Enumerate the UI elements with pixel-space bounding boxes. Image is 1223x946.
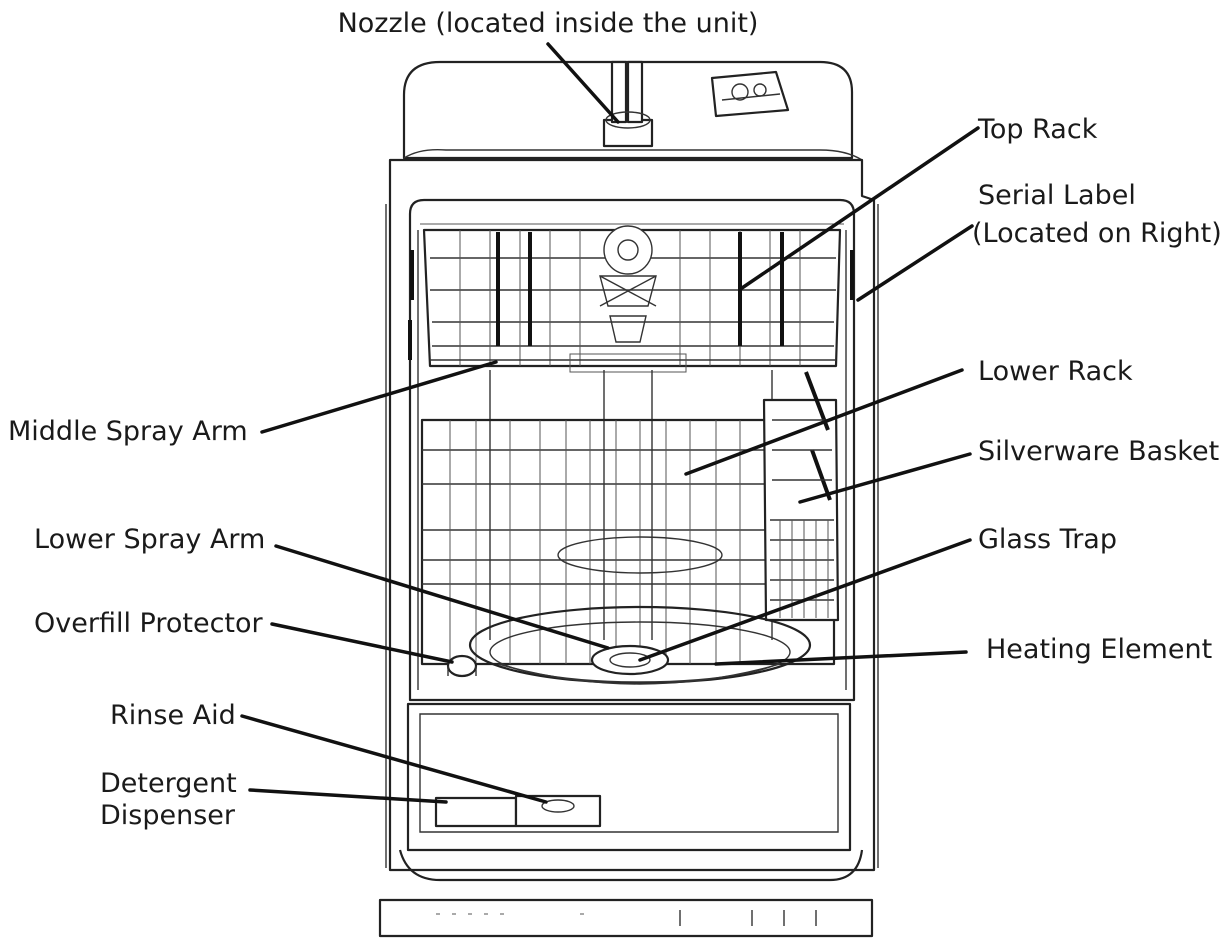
leader-heating-element — [714, 650, 968, 666]
label-overfill-protector: Overfill Protector — [34, 608, 264, 639]
dishwasher-illustration — [378, 60, 879, 938]
overfill-protector-part — [446, 654, 478, 678]
lower-spray-arm-part — [468, 536, 812, 685]
leader-glass-trap — [638, 538, 972, 662]
top-rack-part — [422, 225, 842, 368]
leader-lower-spray-arm — [274, 544, 610, 650]
leader-serial-label — [856, 224, 974, 302]
label-rinse-aid: Rinse Aid — [110, 700, 236, 731]
leader-top-rack — [740, 126, 980, 290]
control-panel-strip — [378, 898, 874, 938]
silverware-basket-part — [762, 371, 840, 622]
label-glass-trap: Glass Trap — [978, 524, 1117, 555]
label-silverware-basket: Silverware Basket — [978, 436, 1219, 467]
labels: Nozzle (located inside the unit) Top Rac… — [8, 8, 1222, 831]
leader-lower-rack — [684, 368, 964, 476]
leader-silverware-basket — [798, 452, 972, 504]
nozzle-part — [602, 60, 654, 148]
label-nozzle: Nozzle (located inside the unit) — [338, 8, 759, 39]
label-serial-label-line2: (Located on Right) — [972, 218, 1222, 249]
leader-rinse-aid — [240, 714, 548, 804]
detergent-dispenser-part — [434, 794, 602, 828]
control-box — [710, 70, 790, 118]
label-top-rack: Top Rack — [977, 114, 1098, 145]
label-lower-rack: Lower Rack — [978, 356, 1133, 387]
label-middle-spray-arm: Middle Spray Arm — [8, 416, 248, 447]
label-lower-spray-arm: Lower Spray Arm — [34, 524, 265, 555]
label-detergent-dispenser-line2: Dispenser — [100, 800, 236, 831]
leader-detergent-dispenser — [248, 788, 448, 804]
leader-middle-spray-arm — [260, 360, 498, 434]
label-heating-element: Heating Element — [986, 634, 1212, 665]
label-serial-label-line1: Serial Label — [978, 180, 1136, 211]
leader-lines — [240, 42, 980, 804]
leader-overfill-protector — [270, 622, 454, 664]
label-detergent-dispenser-line1: Detergent — [100, 768, 237, 799]
leader-nozzle — [546, 42, 620, 124]
